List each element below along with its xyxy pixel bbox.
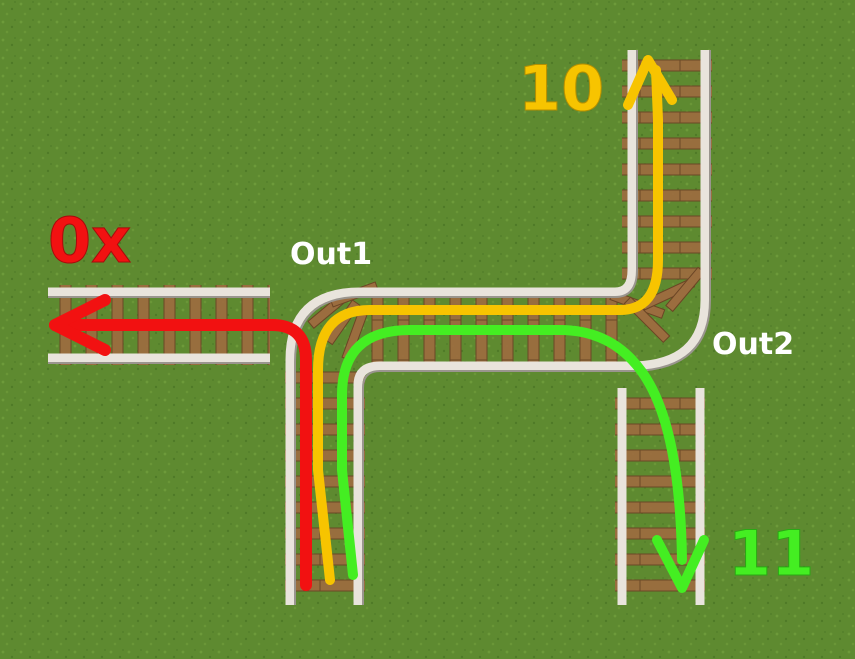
route-10 (313, 55, 677, 585)
label-10: 10 (518, 52, 604, 125)
label-0x: 0x (48, 204, 131, 277)
label-out1: Out1 (290, 237, 372, 272)
label-11: 11 (728, 517, 814, 590)
route-11 (337, 325, 709, 593)
label-out2: Out2 (712, 327, 794, 362)
route-0x (49, 294, 312, 591)
